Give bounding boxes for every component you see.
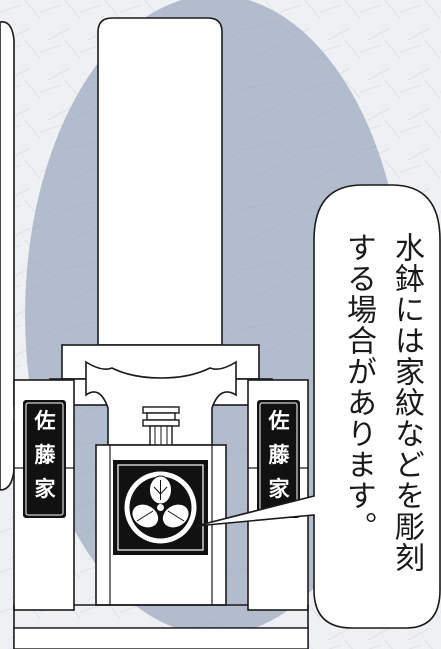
speech-bubble	[195, 184, 441, 629]
left-plaque-text: 佐藤家	[34, 408, 57, 501]
incense-stand	[85, 360, 237, 446]
bubble-text-line-1: 水鉢には家紋などを彫刻	[389, 232, 424, 573]
mitsuba-aoi-crest-icon	[113, 460, 208, 555]
right-family-plaque: 佐藤家	[257, 400, 300, 518]
main-pillar-stone	[97, 17, 223, 345]
left-family-plaque: 佐藤家	[23, 400, 66, 518]
bubble-text-line-2: する場合があります。	[341, 232, 376, 542]
vase-stem	[142, 406, 180, 447]
right-plaque-text: 佐藤家	[268, 408, 291, 501]
